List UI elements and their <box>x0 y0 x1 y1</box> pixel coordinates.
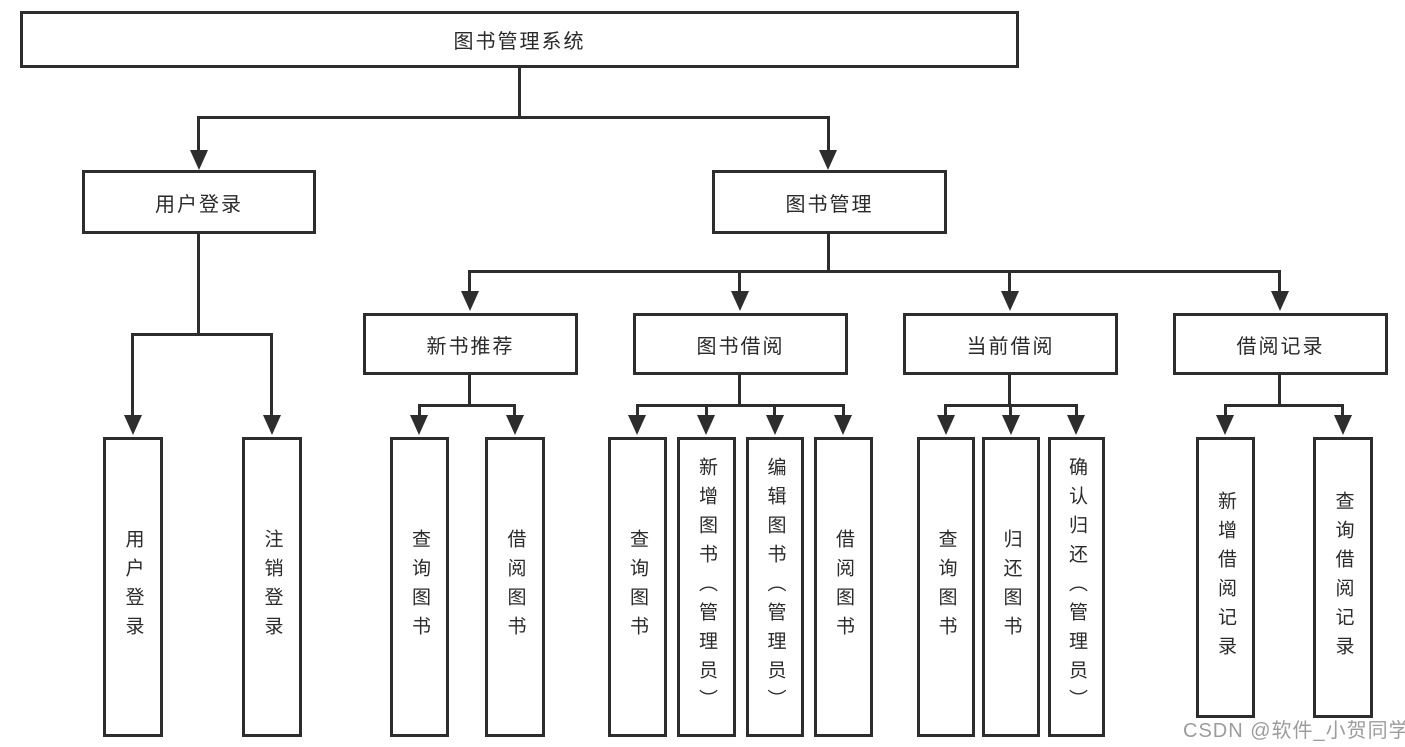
leaf-label: 确认归还（管理员） <box>1066 456 1087 718</box>
leaf-label: 借阅图书 <box>833 529 854 645</box>
connector-line <box>1075 404 1078 417</box>
arrowhead-down-icon <box>1334 415 1352 435</box>
arrowhead-down-icon <box>461 291 479 311</box>
connector-line <box>197 116 200 152</box>
arrowhead-down-icon <box>124 415 142 435</box>
node-label: 借阅记录 <box>1236 335 1325 358</box>
connector-line <box>131 333 273 336</box>
arrowhead-down-icon <box>1271 291 1289 311</box>
leaf-confirm-return-admin: 确认归还（管理员） <box>1048 437 1105 737</box>
leaf-label: 查询图书 <box>935 529 957 645</box>
leaf-label: 新增借阅记录 <box>1215 490 1236 665</box>
connector-line <box>1278 374 1281 406</box>
connector-line <box>1224 404 1227 417</box>
connector-line <box>842 404 845 417</box>
leaf-label: 编辑图书（管理员） <box>764 456 786 718</box>
connector-line <box>197 116 830 119</box>
leaf-add-books-admin: 新增图书（管理员） <box>677 437 736 737</box>
leaf-label: 借阅图书 <box>504 529 526 645</box>
leaf-query-borrow-record: 查询借阅记录 <box>1313 437 1373 718</box>
arrowhead-down-icon <box>263 415 281 435</box>
leaf-label: 查询借阅记录 <box>1332 490 1354 665</box>
leaf-borrow-books: 借阅图书 <box>814 437 873 737</box>
leaf-query-books-current: 查询图书 <box>917 437 975 737</box>
connector-line <box>827 233 830 272</box>
arrowhead-down-icon <box>1002 415 1020 435</box>
connector-line <box>636 404 639 417</box>
leaf-query-books-borrowing: 查询图书 <box>608 437 667 737</box>
arrowhead-down-icon <box>819 150 837 170</box>
arrowhead-down-icon <box>697 415 715 435</box>
leaf-label: 归还图书 <box>1000 529 1022 645</box>
connector-line <box>738 374 741 406</box>
arrowhead-down-icon <box>506 415 524 435</box>
connector-line <box>468 270 1281 273</box>
node-book-management: 图书管理 <box>712 170 947 234</box>
leaf-label: 查询图书 <box>409 529 430 645</box>
connector-line <box>636 404 845 407</box>
arrowhead-down-icon <box>1001 291 1019 311</box>
leaf-label: 注销登录 <box>261 529 283 645</box>
arrowhead-down-icon <box>937 415 955 435</box>
node-borrowing-records: 借阅记录 <box>1173 313 1388 375</box>
node-book-borrowing: 图书借阅 <box>633 313 848 375</box>
leaf-query-books-recommend: 查询图书 <box>390 437 449 737</box>
leaf-return-books: 归还图书 <box>982 437 1040 737</box>
leaf-label: 新增图书（管理员） <box>696 456 717 718</box>
node-label: 用户登录 <box>155 193 243 216</box>
arrowhead-down-icon <box>190 150 208 170</box>
connector-line <box>468 374 471 406</box>
csdn-watermark: CSDN @软件_小贺同学 <box>1183 720 1405 742</box>
connector-line <box>1009 404 1012 417</box>
connector-line <box>131 333 134 417</box>
node-label: 当前借阅 <box>966 335 1055 358</box>
node-label: 新书推荐 <box>426 335 515 358</box>
connector-line <box>418 404 421 417</box>
node-current-borrowing: 当前借阅 <box>903 313 1118 375</box>
connector-line <box>705 404 708 417</box>
arrowhead-down-icon <box>628 415 646 435</box>
node-library-management-system: 图书管理系统 <box>20 11 1019 68</box>
leaf-add-borrow-record: 新增借阅记录 <box>1196 437 1255 718</box>
connector-line <box>738 270 741 295</box>
connector-line <box>197 233 200 335</box>
connector-line <box>827 116 830 152</box>
leaf-label: 用户登录 <box>122 529 144 645</box>
connector-line <box>468 270 471 295</box>
node-label: 图书借阅 <box>696 335 785 358</box>
connector-line <box>773 404 776 417</box>
node-label: 图书管理系统 <box>453 31 586 53</box>
connector-line <box>418 404 516 407</box>
connector-line <box>944 404 947 417</box>
node-new-book-recommend: 新书推荐 <box>363 313 578 375</box>
leaf-edit-books-admin: 编辑图书（管理员） <box>746 437 804 737</box>
connector-line <box>1224 404 1344 407</box>
connector-line <box>1341 404 1344 417</box>
connector-line <box>513 404 516 417</box>
arrowhead-down-icon <box>1067 415 1085 435</box>
arrowhead-down-icon <box>766 415 784 435</box>
arrowhead-down-icon <box>410 415 428 435</box>
arrowhead-down-icon <box>834 415 852 435</box>
node-label: 图书管理 <box>785 193 874 216</box>
leaf-user-login: 用户登录 <box>103 437 163 737</box>
arrowhead-down-icon <box>1216 415 1234 435</box>
connector-line <box>270 333 273 417</box>
connector-line <box>1008 270 1011 295</box>
leaf-borrow-books-recommend: 借阅图书 <box>485 437 545 737</box>
node-user-login: 用户登录 <box>82 170 316 234</box>
leaf-label: 查询图书 <box>627 529 648 645</box>
connector-line <box>518 66 521 118</box>
connector-line <box>1278 270 1281 295</box>
leaf-logout: 注销登录 <box>242 437 302 737</box>
connector-line <box>1008 374 1011 406</box>
arrowhead-down-icon <box>731 291 749 311</box>
